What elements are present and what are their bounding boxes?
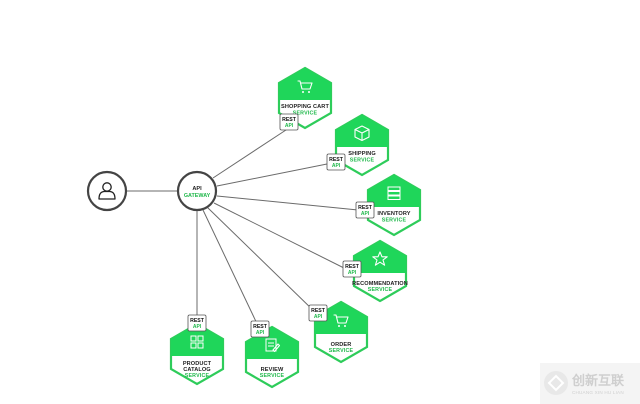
watermark-subtext: CHUANG XIN HU LIAN — [572, 390, 624, 395]
review-icon — [265, 338, 281, 353]
rest-badge-shipping: REST API — [326, 153, 346, 171]
rest-badge-order: REST API — [308, 304, 328, 322]
connectors — [127, 127, 359, 331]
rest-badge-product-catalog: REST API — [187, 314, 207, 332]
service-sub: SERVICE — [368, 287, 393, 293]
service-sub: SERVICE — [329, 348, 354, 354]
service-sub: SERVICE — [293, 111, 318, 117]
service-sub: SERVICE — [185, 373, 210, 379]
watermark-text: 创新互联 — [571, 373, 624, 388]
edge-gateway-recommendation — [213, 202, 347, 270]
service-name: RECOMMENDATION — [352, 281, 408, 287]
api-label: API — [256, 330, 265, 336]
service-inventory: INVENTORY SERVICE — [366, 173, 422, 237]
service-shopping-cart: SHOPPING CART SERVICE — [277, 66, 333, 130]
rest-badge-review: REST API — [250, 320, 270, 338]
service-name: SHIPPING — [348, 151, 376, 157]
rest-label: REST — [329, 157, 344, 163]
service-order: ORDER SERVICE — [313, 300, 369, 364]
gateway-label: API — [192, 186, 202, 192]
service-name: REVIEW — [261, 367, 284, 373]
rest-label: REST — [253, 324, 268, 330]
watermark: 创新互联 CHUANG XIN HU LIAN — [540, 363, 640, 404]
service-sub: SERVICE — [350, 158, 375, 164]
gateway-sublabel: GATEWAY — [184, 193, 211, 199]
service-sub: SERVICE — [382, 218, 407, 224]
rest-label: REST — [358, 205, 373, 211]
service-shipping: SHIPPING SERVICE — [334, 113, 390, 177]
api-label: API — [314, 314, 323, 320]
edge-gateway-order — [207, 207, 317, 314]
edge-gateway-review — [202, 209, 261, 331]
api-label: API — [332, 163, 341, 169]
rest-badge-recommendation: REST API — [342, 260, 362, 278]
watermark-logo-icon — [544, 371, 568, 395]
client-node — [86, 170, 128, 212]
rest-label: REST — [282, 117, 297, 123]
box-icon — [354, 125, 370, 142]
edge-gateway-shopping-cart — [212, 127, 290, 179]
api-gateway-node: API GATEWAY — [176, 170, 218, 212]
grid-icon — [190, 335, 204, 349]
stack-icon — [387, 186, 401, 200]
edge-gateway-inventory — [216, 195, 359, 211]
api-label: API — [348, 270, 357, 276]
api-label: API — [285, 123, 294, 129]
edge-gateway-shipping — [216, 162, 333, 187]
rest-label: REST — [311, 308, 326, 314]
service-name: SHOPPING CART — [281, 104, 329, 110]
service-product-catalog: PRODUCT CATALOG SERVICE — [169, 322, 225, 386]
service-name-line1: PRODUCT — [183, 361, 212, 367]
rest-badge-inventory: REST API — [355, 201, 375, 219]
gateway-circle — [176, 170, 218, 212]
api-label: API — [193, 324, 202, 330]
rest-label: REST — [345, 264, 360, 270]
star-icon — [372, 251, 388, 266]
service-name: INVENTORY — [377, 211, 410, 217]
rest-label: REST — [190, 318, 205, 324]
service-name: ORDER — [331, 342, 352, 348]
service-recommendation: RECOMMENDATION SERVICE — [352, 239, 408, 303]
cart-icon — [297, 80, 313, 93]
service-name-line2: CATALOG — [183, 367, 211, 373]
cart-icon — [333, 314, 349, 327]
api-label: API — [361, 211, 370, 217]
rest-badge-shopping-cart: REST API — [279, 113, 299, 131]
service-sub: SERVICE — [260, 373, 285, 379]
user-icon — [98, 182, 116, 200]
